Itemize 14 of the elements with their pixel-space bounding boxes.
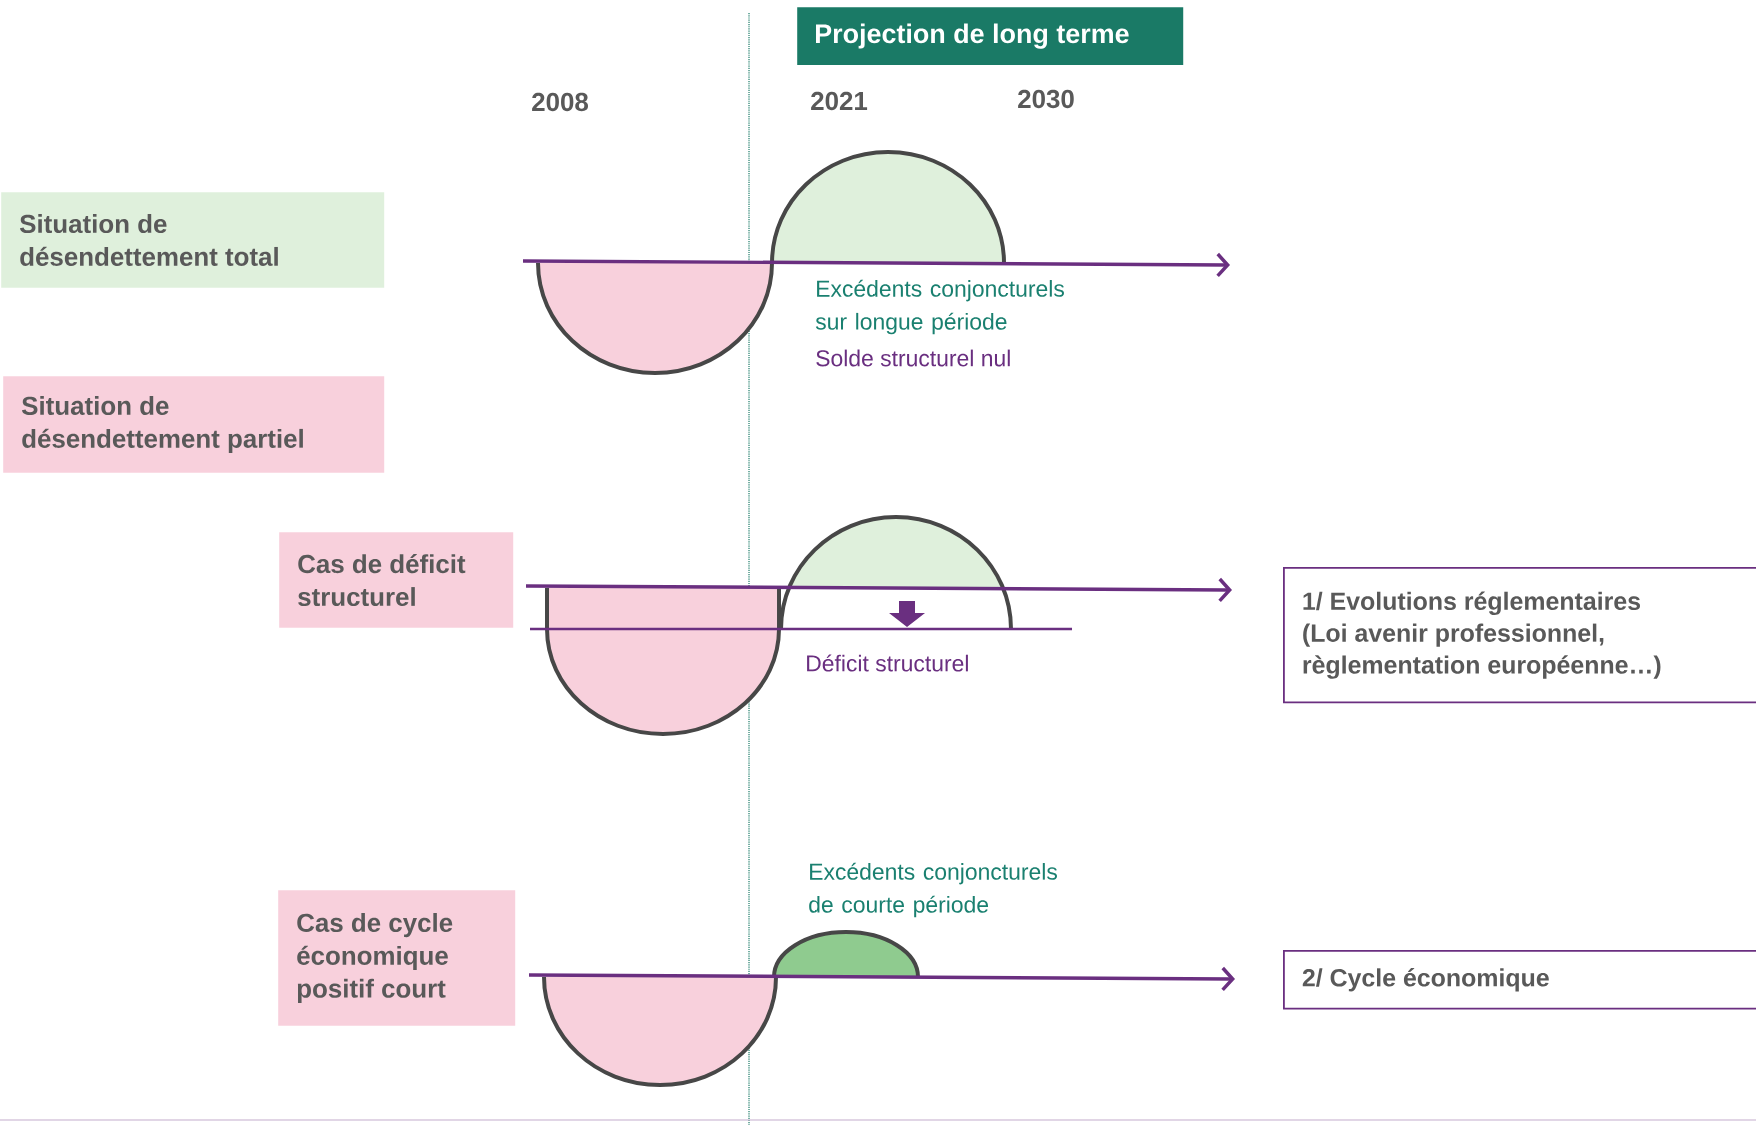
annotation-text: Déficit structurel	[807, 654, 968, 672]
year-label: 2021	[811, 91, 868, 111]
label-box: Situation de désendettement total	[1, 192, 385, 288]
annotation-text: Excédents conjoncturels de courte période	[809, 862, 1057, 918]
header-box: Projection de long terme	[797, 7, 1184, 65]
note-box: 2/ Cycle économique	[1283, 950, 1756, 1010]
label-box: Cas de cycle économique positif court	[278, 890, 516, 1026]
annotation-text: Excédents conjoncturels sur longue période	[815, 279, 1064, 335]
annotation-text: Solde structurel nul	[816, 349, 1010, 367]
label-box: Cas de déficit structurel	[279, 532, 514, 628]
label-box: Situation de désendettement partiel	[3, 376, 385, 473]
year-label: 2008	[532, 92, 588, 112]
note-box: 1/ Evolutions réglementaires (Loi avenir professionnel, règlementation européenne…)	[1283, 567, 1756, 704]
year-label: 2030	[1018, 89, 1074, 109]
